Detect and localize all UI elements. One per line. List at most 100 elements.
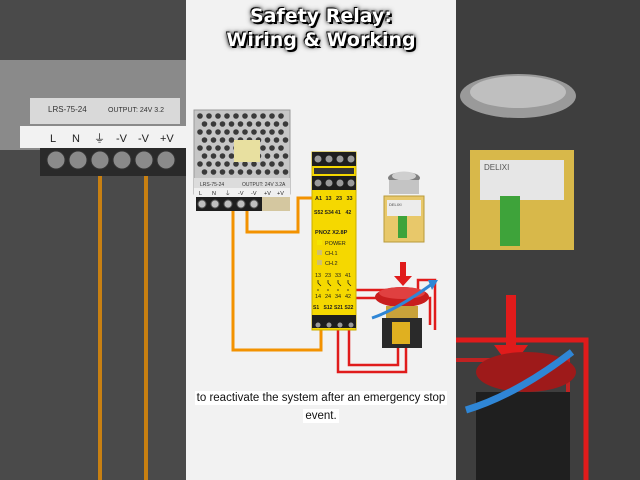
relay-bottom-screws [315,322,354,328]
psu-info-strip [194,178,290,188]
relay-bottom-screw-block [312,315,356,328]
psu-terminal-label: N [212,191,216,197]
relay-screw [336,179,344,187]
vent-hole [224,161,230,167]
screw [197,199,207,209]
bg-psu-output: OUTPUT: 24V 3.2 [108,107,164,114]
bg-terminal-strip [20,126,186,148]
bg-terminal-label: -V [116,133,128,145]
vent-hole [273,121,280,127]
relay-led-label: CH.2 [325,261,338,267]
relay-bottom-terminal-label: S22 [345,305,354,311]
background-right-panel: DELIXI [456,0,640,480]
vent-hole [237,169,244,175]
subtitle-caption: to reactivate the system after an emerge… [190,388,452,424]
psu-terminal-label: +V [277,191,284,197]
bg-screw [112,150,132,170]
wire-estop-4 [347,327,400,367]
subtitle-text: to reactivate the system after an emerge… [194,391,448,423]
vent-hole [264,121,271,127]
bg-estop-body [476,392,570,480]
twist-arrow-head [428,280,438,290]
psu-label-sticker [234,140,260,162]
screw [249,199,259,209]
vent-hole [206,145,212,151]
relay-screw [348,322,354,328]
relay-top-screw-block [312,152,356,166]
video-title: Safety Relay: Wiring & Working [186,4,456,52]
vent-hole [278,161,284,167]
vent-hole [197,145,203,151]
relay-led-label: POWER [325,241,346,247]
twist-arrow [371,282,433,320]
relay-top-terminal-label: 33 [347,196,353,202]
bg-button-cap [470,76,566,108]
vent-hole [255,121,262,127]
vent-hole [215,145,221,151]
psu-terminal-label-strip [194,188,290,197]
vent-hole [210,121,217,127]
vent-hole [246,121,253,127]
vent-hole [228,121,235,127]
relay-top-screw-block-2 [312,176,356,190]
relay-mid-terminal-label: S34 [325,210,334,216]
vent-hole [264,169,271,175]
vent-hole [269,113,275,119]
bg-screw [90,150,110,170]
relay-contact-top: 13 [315,273,321,279]
relay-contact-bottom: 14 [315,294,321,300]
vent-hole [233,129,239,135]
bg-blue-arrow [464,349,575,414]
psu-output: OUTPUT: 24V 3.2A [242,182,286,188]
relay-top-screws [314,155,355,187]
vent-hole [210,137,217,143]
vent-hole [251,129,257,135]
pushbutton-collar [389,180,419,194]
vent-hole [260,145,266,151]
relay-top-label-bar [314,168,354,174]
relay-bottom-terminal-label: S21 [334,305,343,311]
psu-terminal-label: -V [251,191,257,197]
bg-button-label [480,160,564,200]
vent-hole [282,121,289,127]
relay-screw [326,322,332,328]
relay-bottom-terminal-label: S12 [324,305,333,311]
video-title-line2: Wiring & Working [226,29,416,51]
relay-mid-terminal-label: S52 [314,210,323,216]
vent-hole [206,129,212,135]
bg-terminal-label: L [50,133,56,145]
relay-model: PNOZ X2.8P [315,230,348,236]
vent-hole [215,129,221,135]
relay-contact-symbol [327,280,332,291]
relay-screw [325,179,333,187]
vent-hole [278,145,284,151]
psu-terminal-screws [197,199,259,209]
bg-screw [156,150,176,170]
psu-terminal-label: ⏚ [225,190,231,197]
vent-hole [197,129,203,135]
relay-contact-symbol [337,280,342,291]
press-arrow-shaft [400,262,406,276]
vent-hole [246,169,253,175]
vent-hole [206,161,212,167]
vent-hole [278,129,284,135]
relay-mid-terminal-label: 42 [346,210,352,216]
relay-screw [337,322,343,328]
vent-hole [201,153,208,159]
bg-screw [46,150,66,170]
vent-hole [278,113,284,119]
wire-estop-3 [336,327,408,374]
bg-screw [68,150,88,170]
vent-hole [224,113,230,119]
relay-top-terminal-label: A1 [315,196,322,202]
pushbutton-label [387,200,421,216]
video-title-line1: Safety Relay: [250,5,392,27]
vent-hole [210,153,217,159]
bg-estop-cap [476,352,576,392]
relay-contact-bottom: 24 [325,294,331,300]
vent-hole [224,129,230,135]
